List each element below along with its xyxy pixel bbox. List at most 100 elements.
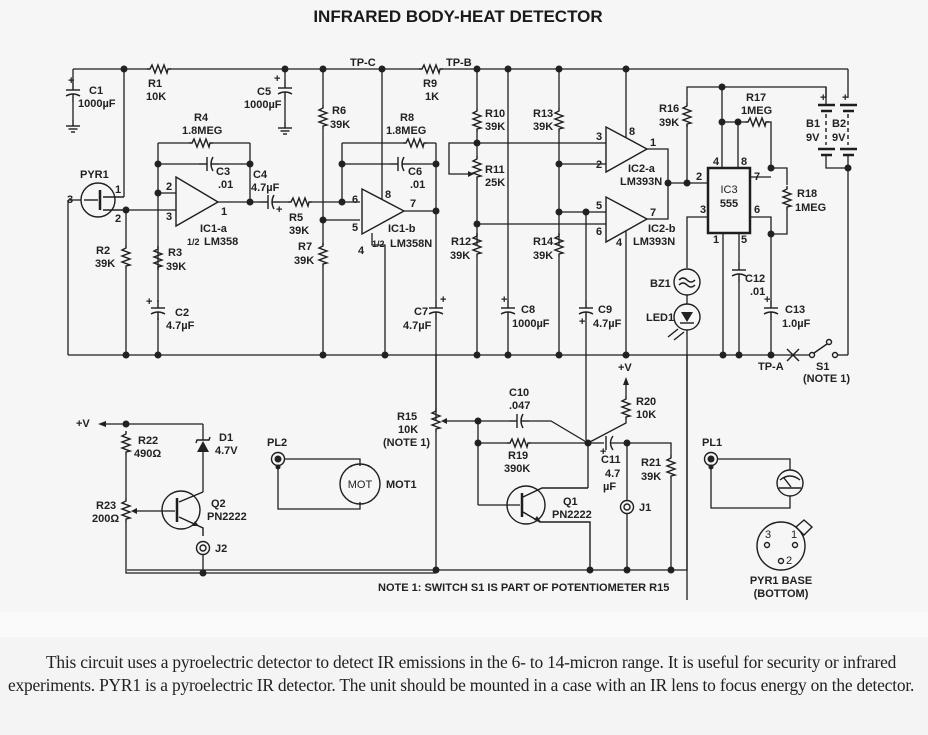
resistor-r12: R12 39K xyxy=(450,232,482,359)
svg-text:(NOTE 1): (NOTE 1) xyxy=(803,373,850,385)
schematic-diagram: INFRARED BODY-HEAT DETECTOR + C1 1000µF … xyxy=(65,7,857,600)
svg-text:R12: R12 xyxy=(451,236,471,248)
capacitor-c8: + C8 1000µF xyxy=(500,294,550,359)
meter-icon xyxy=(776,469,804,497)
battery-b2: + B2 9V xyxy=(832,92,857,355)
svg-text:C12: C12 xyxy=(745,273,765,285)
svg-text:39K: 39K xyxy=(485,121,505,133)
resistor-r20: R20 10K xyxy=(587,395,656,444)
svg-text:7: 7 xyxy=(650,207,656,219)
svg-text:LM393N: LM393N xyxy=(633,236,675,248)
top-rail xyxy=(73,68,849,98)
svg-text:1/2: 1/2 xyxy=(187,237,200,247)
svg-text:1: 1 xyxy=(713,234,719,246)
svg-text:39K: 39K xyxy=(450,250,470,262)
svg-text:R1: R1 xyxy=(148,78,162,90)
svg-text:39K: 39K xyxy=(166,261,186,273)
ic1b-part: LM358N xyxy=(390,238,432,250)
resistor-r5: R5 39K xyxy=(280,197,360,237)
svg-text:R7: R7 xyxy=(298,241,312,253)
svg-text:+: + xyxy=(146,296,152,308)
svg-text:R9: R9 xyxy=(423,78,437,90)
svg-text:µF: µF xyxy=(603,481,616,493)
svg-text:(BOTTOM): (BOTTOM) xyxy=(754,588,809,600)
svg-text:IC1-a: IC1-a xyxy=(200,223,228,235)
svg-text:1MEG: 1MEG xyxy=(795,202,826,214)
svg-text:1000µF: 1000µF xyxy=(244,99,282,111)
capacitor-c10: C10 .047 xyxy=(478,387,589,444)
led-led1: LED1 xyxy=(646,303,701,341)
pyr1-base-diagram: 3 1 2 PYR1 BASE (BOTTOM) xyxy=(750,519,814,600)
svg-text:+: + xyxy=(274,73,280,85)
svg-text:2: 2 xyxy=(166,181,172,193)
svg-text:2: 2 xyxy=(786,555,792,567)
svg-text:1.8MEG: 1.8MEG xyxy=(386,125,426,137)
svg-text:555: 555 xyxy=(720,198,738,210)
svg-text:1MEG: 1MEG xyxy=(741,105,772,117)
svg-text:4.7µF: 4.7µF xyxy=(593,318,622,330)
svg-text:39K: 39K xyxy=(95,258,115,270)
svg-text:R23: R23 xyxy=(96,500,116,512)
svg-text:B1: B1 xyxy=(806,118,820,130)
svg-text:R20: R20 xyxy=(636,396,656,408)
svg-text:R17: R17 xyxy=(746,92,766,104)
svg-text:R10: R10 xyxy=(485,108,505,120)
svg-text:C7: C7 xyxy=(414,306,428,318)
svg-text:39K: 39K xyxy=(533,250,553,262)
svg-text:3: 3 xyxy=(67,194,73,206)
svg-text:3: 3 xyxy=(596,131,602,143)
svg-text:R11: R11 xyxy=(485,164,505,176)
svg-text:R15: R15 xyxy=(397,411,417,423)
svg-text:Q1: Q1 xyxy=(563,496,578,508)
svg-text:R21: R21 xyxy=(641,457,661,469)
svg-text:LED1: LED1 xyxy=(646,312,674,324)
resistor-r18: R18 1MEG xyxy=(771,185,826,235)
description-block: This circuit uses a pyroelectric detecto… xyxy=(0,637,928,735)
svg-text:C8: C8 xyxy=(521,304,535,316)
comparator-ic2b: 5 6 7 4 IC2-b LM393N xyxy=(596,183,676,355)
svg-text:39K: 39K xyxy=(641,471,661,483)
svg-text:LM393N: LM393N xyxy=(620,176,662,188)
supply-v-ic2: +V xyxy=(618,362,632,396)
svg-text:PYR1: PYR1 xyxy=(80,169,109,181)
svg-text:+: + xyxy=(579,316,585,328)
resistor-r4: R4 1.8MEG xyxy=(158,112,250,148)
svg-text:1: 1 xyxy=(221,206,227,218)
zener-d1: D1 4.7V xyxy=(195,424,238,492)
resistor-r10: R10 39K xyxy=(472,69,505,157)
svg-text:MOT1: MOT1 xyxy=(386,479,417,491)
svg-text:S1: S1 xyxy=(816,361,829,373)
capacitor-c13: + C13 1.0µF xyxy=(763,294,811,355)
svg-text:R6: R6 xyxy=(332,105,346,117)
resistor-r7: R7 39K xyxy=(294,241,328,359)
svg-text:39K: 39K xyxy=(533,121,553,133)
svg-text:8: 8 xyxy=(385,189,391,201)
battery-b1: + B1 9V xyxy=(806,87,848,169)
svg-text:C9: C9 xyxy=(598,304,612,316)
svg-text:MOT: MOT xyxy=(348,479,373,491)
capacitor-c6: C6 .01 xyxy=(342,156,436,191)
svg-text:+: + xyxy=(820,92,826,104)
svg-text:PL2: PL2 xyxy=(267,437,287,449)
potentiometer-r23: R23 200Ω xyxy=(92,497,203,574)
bottom-rail xyxy=(67,200,773,356)
resistor-r3: R3 39K xyxy=(153,245,186,273)
svg-text:6: 6 xyxy=(596,226,602,238)
resistor-r6: R6 39K xyxy=(318,69,350,245)
capacitor-c5: + C5 1000µF xyxy=(244,65,293,135)
svg-text:9V: 9V xyxy=(832,132,846,144)
svg-text:R18: R18 xyxy=(797,188,817,200)
svg-text:R4: R4 xyxy=(194,112,209,124)
svg-text:8: 8 xyxy=(629,126,635,138)
svg-text:PYR1 BASE: PYR1 BASE xyxy=(750,575,812,587)
svg-text:10K: 10K xyxy=(398,424,418,436)
svg-text:4: 4 xyxy=(713,156,720,168)
svg-text:3: 3 xyxy=(700,204,706,216)
resistor-r9: R9 1K xyxy=(418,64,444,103)
svg-text:5: 5 xyxy=(352,222,358,234)
capacitor-c1: + C1 1000µF xyxy=(65,69,116,133)
svg-text:J2: J2 xyxy=(215,543,227,555)
svg-text:+: + xyxy=(600,446,606,458)
svg-text:R13: R13 xyxy=(533,108,553,120)
svg-text:R8: R8 xyxy=(400,112,414,124)
